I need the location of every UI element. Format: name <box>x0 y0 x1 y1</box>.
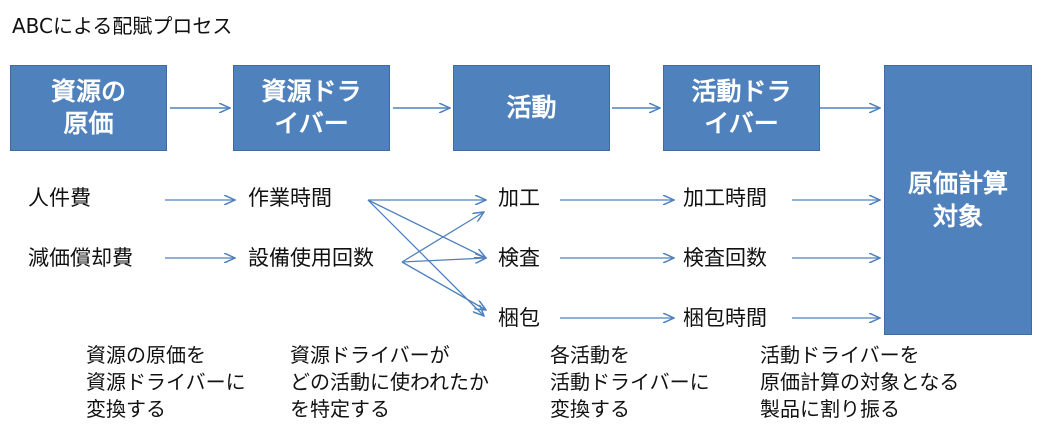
step-note: 活動ドライバーを 原価計算の対象となる 製品に割り振る <box>760 343 960 421</box>
activity-box: 活動 <box>453 65 610 151</box>
arrow-driver2-activity2 <box>401 258 486 262</box>
cost-object-box: 原価計算 対象 <box>884 65 1032 335</box>
resource-driver-item: 設備使用回数 <box>248 246 374 270</box>
step-note: 資源ドライバーが どの活動に使われたか を特定する <box>290 343 489 421</box>
resource-cost-box: 資源の 原価 <box>10 65 167 151</box>
step-note: 各活動を 活動ドライバーに 変換する <box>550 343 710 421</box>
arrow-driver1-activity3 <box>367 199 484 316</box>
activity-driver-box: 活動ドラ イバー <box>663 65 820 151</box>
resource-driver-box: 資源ドラ イバー <box>233 65 390 151</box>
step-note: 資源の原価を 資源ドライバーに 変換する <box>86 343 246 421</box>
activity-driver-item: 梱包時間 <box>683 306 767 330</box>
activity-driver-item: 加工時間 <box>683 186 767 210</box>
activity-item: 検査 <box>498 246 540 270</box>
diagram-title: ABCによる配賦プロセス <box>12 14 233 38</box>
activity-driver-item: 検査回数 <box>683 246 767 270</box>
resource-item: 減価償却費 <box>28 246 133 270</box>
arrow-driver2-activity3 <box>401 261 486 310</box>
activity-item: 梱包 <box>498 306 540 330</box>
resource-item: 人件費 <box>28 186 91 210</box>
activity-item: 加工 <box>498 186 540 210</box>
arrow-driver2-activity1 <box>401 212 484 263</box>
arrow-driver1-activity2 <box>367 199 486 258</box>
resource-driver-item: 作業時間 <box>248 186 332 210</box>
